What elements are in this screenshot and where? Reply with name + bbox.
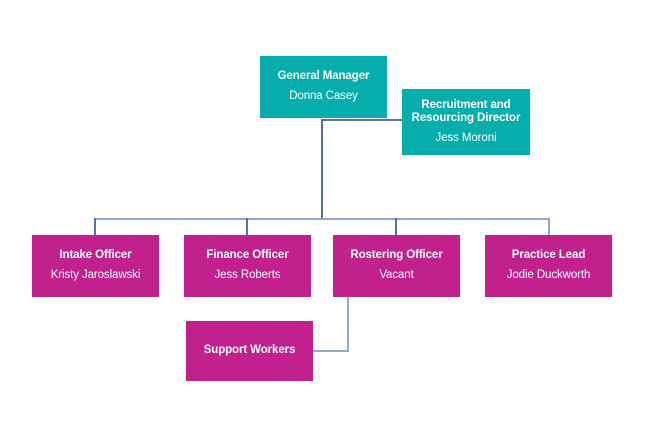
node-person: Vacant: [379, 269, 414, 281]
connector-level2-bar: [94, 218, 550, 220]
node-person: Jess Roberts: [214, 269, 281, 281]
connector-drop-finance-officer: [246, 218, 248, 236]
node-intake-officer[interactable]: Intake Officer Kristy Jaroslawski: [32, 235, 159, 297]
connector-drop-rostering-officer: [395, 218, 397, 236]
node-title: Rostering Officer: [350, 249, 443, 262]
node-title: Finance Officer: [206, 249, 289, 262]
node-title: Recruitment and Resourcing Director: [411, 98, 521, 125]
node-person: Jodie Duckworth: [506, 269, 591, 281]
connector-gm-trunk: [321, 119, 323, 220]
node-title: Support Workers: [203, 344, 296, 357]
connector-drop-intake-officer: [94, 218, 96, 236]
node-practice-lead[interactable]: Practice Lead Jodie Duckworth: [485, 235, 612, 297]
node-finance-officer[interactable]: Finance Officer Jess Roberts: [184, 235, 311, 297]
node-person: Kristy Jaroslawski: [50, 269, 141, 281]
connector-drop-practice-lead: [548, 218, 550, 236]
connector-gm-to-recruitment: [321, 119, 403, 121]
node-person: Jess Moroni: [435, 131, 497, 144]
node-general-manager[interactable]: General Manager Donna Casey: [260, 56, 387, 118]
node-recruitment-director[interactable]: Recruitment and Resourcing Director Jess…: [402, 89, 530, 155]
node-title: General Manager: [277, 70, 370, 83]
node-title: Practice Lead: [511, 249, 586, 262]
node-support-workers[interactable]: Support Workers: [186, 321, 313, 381]
node-rostering-officer[interactable]: Rostering Officer Vacant: [333, 235, 460, 297]
connector-rostering-trunk: [347, 296, 349, 352]
node-title: Intake Officer: [59, 249, 132, 262]
connector-rostering-to-support: [312, 350, 349, 352]
node-person: Donna Casey: [289, 90, 358, 102]
